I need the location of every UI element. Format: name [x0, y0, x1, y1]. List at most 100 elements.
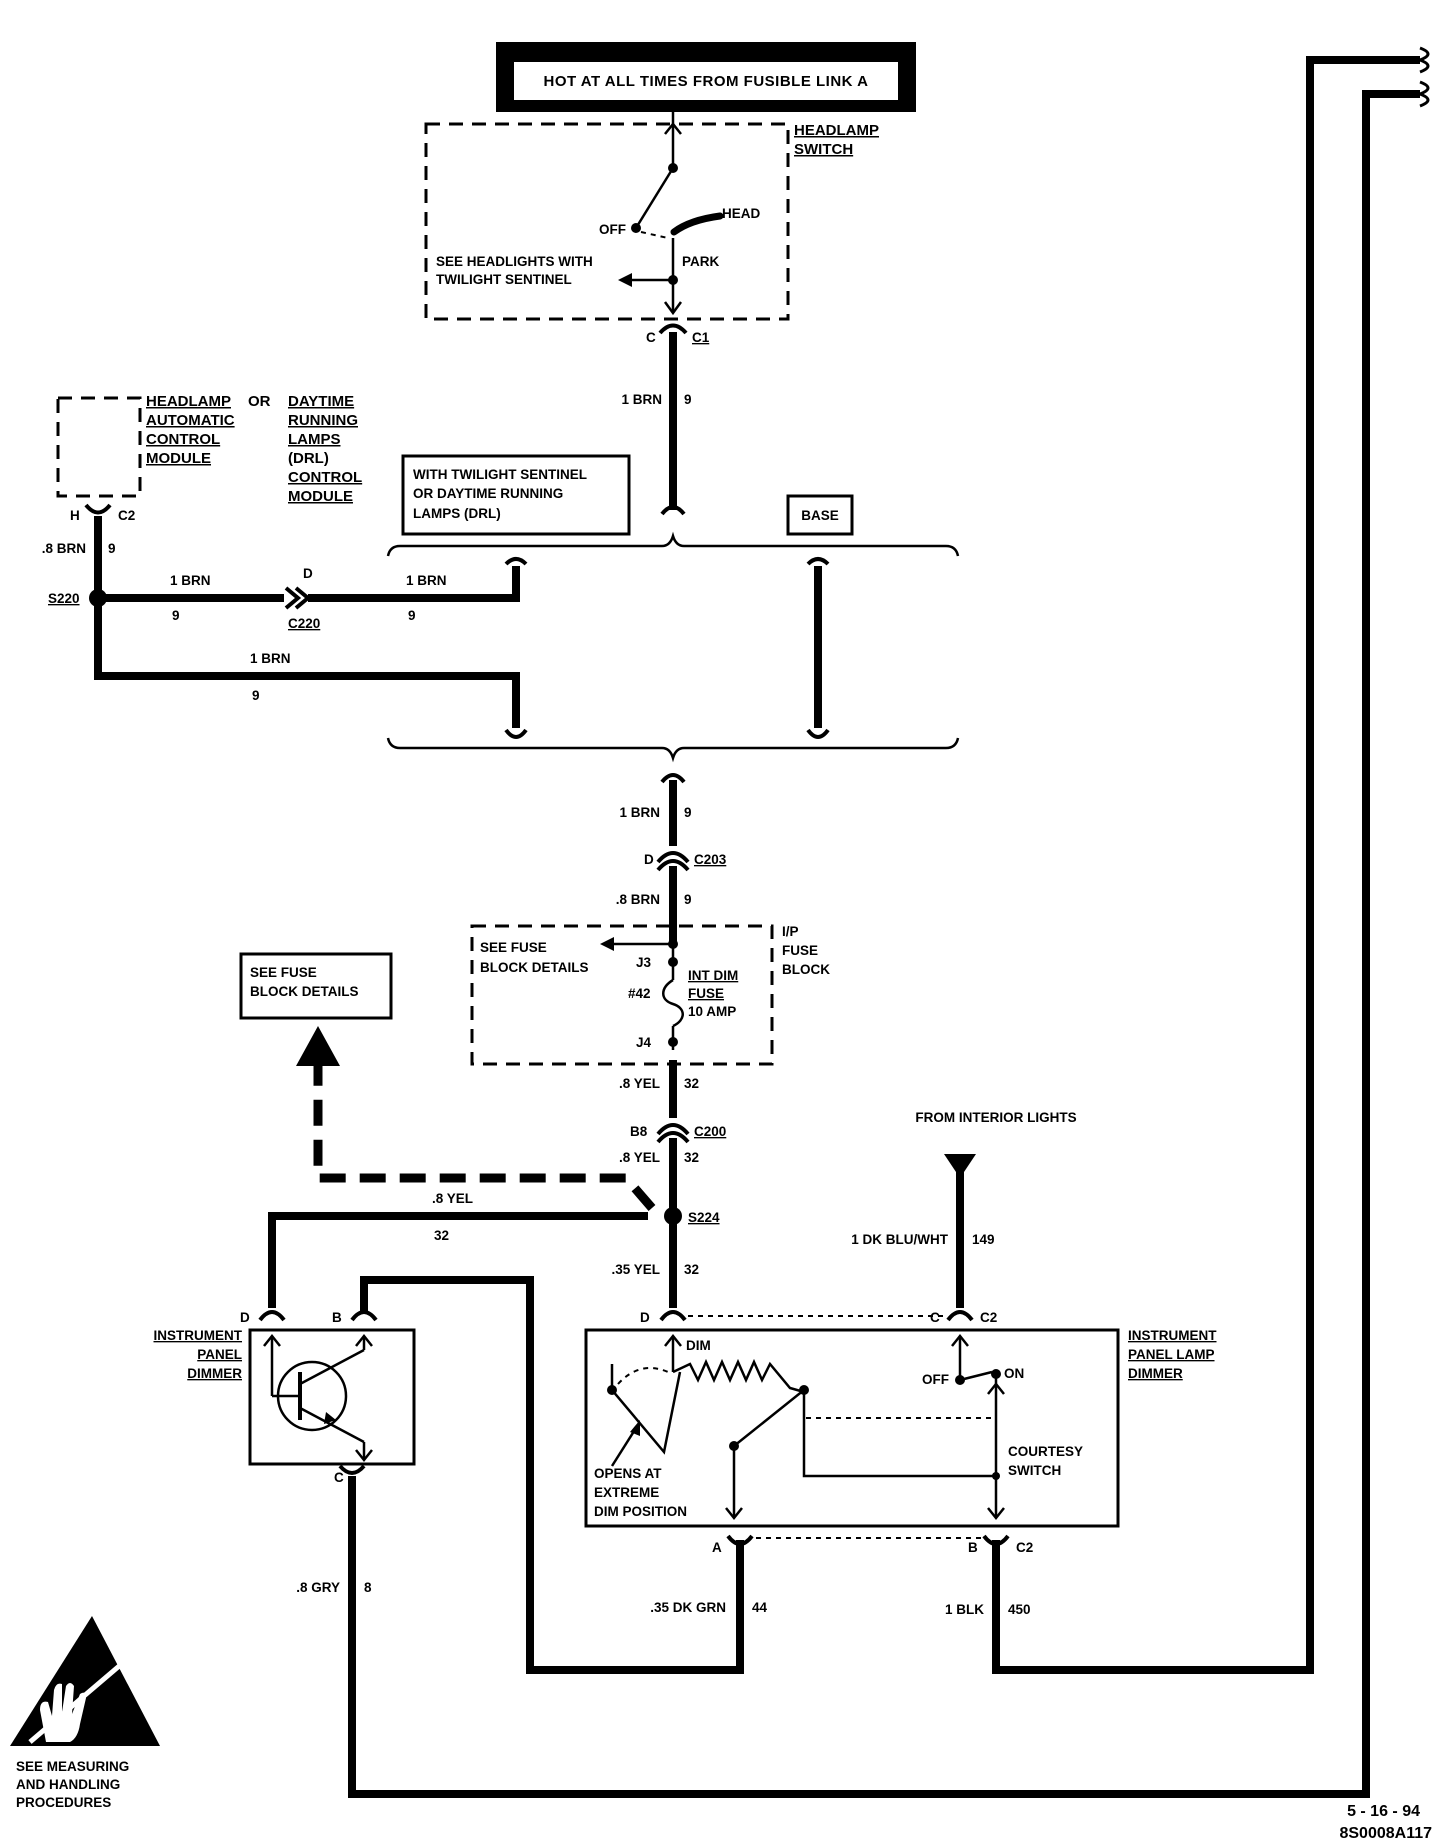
fuse-block-boundary: [470, 924, 774, 1066]
module-wire-gauge: .8 BRN: [42, 541, 86, 556]
lamp-dimmer-pin-d-label: D: [640, 1310, 650, 1325]
grn-wire-gauge: .35 DK GRN: [650, 1600, 726, 1615]
auto-module-label-4: MODULE: [146, 450, 211, 467]
courtesy-blade: [959, 1370, 993, 1382]
auto-module-label-1: HEADLAMP: [146, 393, 231, 410]
ip-dimmer-in-arrow: [263, 1333, 281, 1347]
rheostat-in-arrow: [664, 1333, 682, 1347]
wire-mid-gauge: 1 BRN: [619, 805, 660, 820]
module-c2-label: C2: [118, 508, 135, 523]
ip-dimmer-pin-c-label: C: [334, 1470, 344, 1485]
lamp-dimmer-label-3: DIMMER: [1128, 1366, 1183, 1381]
base-path-break-top: [806, 557, 830, 566]
auto-module-boundary: [56, 396, 142, 498]
ip-dimmer-pin-b-label: B: [332, 1310, 342, 1325]
wire-ip-dimmer-b: [360, 1276, 744, 1674]
fuse-see-label-1: SEE FUSE: [480, 940, 547, 955]
drl-module-label-1: DAYTIME: [288, 393, 354, 410]
esd-label-3: PROCEDURES: [16, 1795, 111, 1810]
drl-module-label-4: (DRL): [288, 450, 329, 467]
c200-pin: B8: [630, 1124, 648, 1139]
extreme-dim-contact: [610, 1364, 682, 1455]
ip-dimmer-pin-d: [258, 1310, 286, 1322]
headlamp-switch-label-1: HEADLAMP: [794, 122, 879, 139]
option-label-3: LAMPS (DRL): [413, 506, 501, 521]
ip-dimmer-pin-b: [350, 1310, 378, 1322]
courtesy-in-arrow: [951, 1333, 969, 1347]
c220-connector-a: [284, 586, 302, 610]
c200-connector-b: [656, 1131, 690, 1144]
module-c2-connector: [84, 503, 112, 515]
wire-yel-gauge-2: .8 YEL: [619, 1150, 660, 1165]
c200-connector-a: [656, 1123, 690, 1136]
courtesy-label-1: COURTESY: [1008, 1444, 1083, 1459]
courtesy-link-line: [802, 1392, 996, 1478]
lamp-dimmer-pin-c: [946, 1310, 974, 1322]
esd-warning-triangle: [10, 1616, 160, 1746]
fuse-rating: 10 AMP: [688, 1004, 736, 1019]
see-fuse-dashed-path: [313, 1064, 656, 1211]
footer-code: 8S0008A117: [1339, 1825, 1432, 1842]
branch2-gauge: 1 BRN: [250, 651, 291, 666]
courtesy-off-dot: [955, 1375, 965, 1385]
esd-label-1: SEE MEASURING: [16, 1759, 129, 1774]
splice-s224-label: S224: [688, 1210, 720, 1225]
courtesy-junction-dot: [992, 1472, 1000, 1480]
drl-module-label-2: RUNNING: [288, 412, 358, 429]
ip-dimmer-collector-arrow: [355, 1333, 373, 1347]
fuse-see-arrow: [600, 937, 614, 951]
courtesy-on-label: ON: [1004, 1366, 1024, 1381]
ip-dimmer-pin-d-label: D: [240, 1310, 250, 1325]
rheostat-wiper: [733, 1389, 805, 1447]
power-source-box-inner: [514, 62, 898, 100]
wire-mid-lower-circuit: 9: [684, 892, 692, 907]
blk-wire-gauge: 1 BLK: [945, 1602, 984, 1617]
wire-top-gauge: 1 BRN: [621, 392, 662, 407]
switch-blade: [634, 167, 675, 229]
opens-label-1: OPENS AT: [594, 1466, 662, 1481]
drl-module-label-3: LAMPS: [288, 431, 341, 448]
courtesy-up-arrow: [987, 1381, 1005, 1395]
branch1-gauge: 1 BRN: [170, 573, 211, 588]
ip-dimmer-label-3: DIMMER: [187, 1366, 242, 1381]
interior-wire-circuit: 149: [972, 1232, 995, 1247]
wire-top-circuit: 9: [684, 392, 692, 407]
fuse-element: [662, 978, 684, 1028]
option-brace-bottom: [386, 737, 960, 763]
wire-yel-down-gauge: .35 YEL: [611, 1262, 660, 1277]
see-fuse-box: [239, 952, 393, 1020]
branch1b-gauge: 1 BRN: [406, 573, 447, 588]
fuse-block-name-1: I/P: [782, 924, 799, 939]
gry-wire-circuit: 8: [364, 1580, 372, 1595]
fuse-block-name-2: FUSE: [782, 943, 818, 958]
wire-lamp-dimmer-b-blk: [992, 56, 1420, 1674]
option-base-label: BASE: [801, 508, 839, 523]
option-label-2: OR DAYTIME RUNNING: [413, 486, 563, 501]
switch-see-label-1: SEE HEADLIGHTS WITH: [436, 254, 593, 269]
c203-connector-a: [656, 851, 690, 864]
auto-module-or: OR: [248, 393, 271, 410]
headlamp-switch-label-2: SWITCH: [794, 141, 853, 158]
c1-connector-label: C1: [692, 330, 710, 345]
switch-feed-arrow: [664, 121, 682, 135]
wire-yel-left-gauge: .8 YEL: [432, 1191, 473, 1206]
grn-wire-circuit: 44: [752, 1600, 768, 1615]
switch-head-label: HEAD: [722, 206, 761, 221]
module-wire-circuit: 9: [108, 541, 116, 556]
c203-label: C203: [694, 852, 727, 867]
from-interior-arrow: [944, 1154, 976, 1178]
branch1-circuit: 9: [172, 608, 180, 623]
footer-date: 5 - 16 - 94: [1347, 1803, 1420, 1820]
fuse-j4-label: J4: [636, 1035, 652, 1050]
base-path-break-bottom: [806, 728, 830, 739]
see-fuse-dashed-arrow: [296, 1026, 340, 1066]
auto-module-label-3: CONTROL: [146, 431, 220, 448]
fuse-name-2: FUSE: [688, 986, 724, 1001]
wire-mid-circuit: 9: [684, 805, 692, 820]
option-with-sentinel-box: [401, 454, 631, 536]
splice-s220-label: S220: [48, 591, 80, 606]
extreme-dim-dashed-arc: [617, 1367, 669, 1385]
opens-label-2: EXTREME: [594, 1485, 659, 1500]
wire-yel-circuit-2: 32: [684, 1150, 699, 1165]
